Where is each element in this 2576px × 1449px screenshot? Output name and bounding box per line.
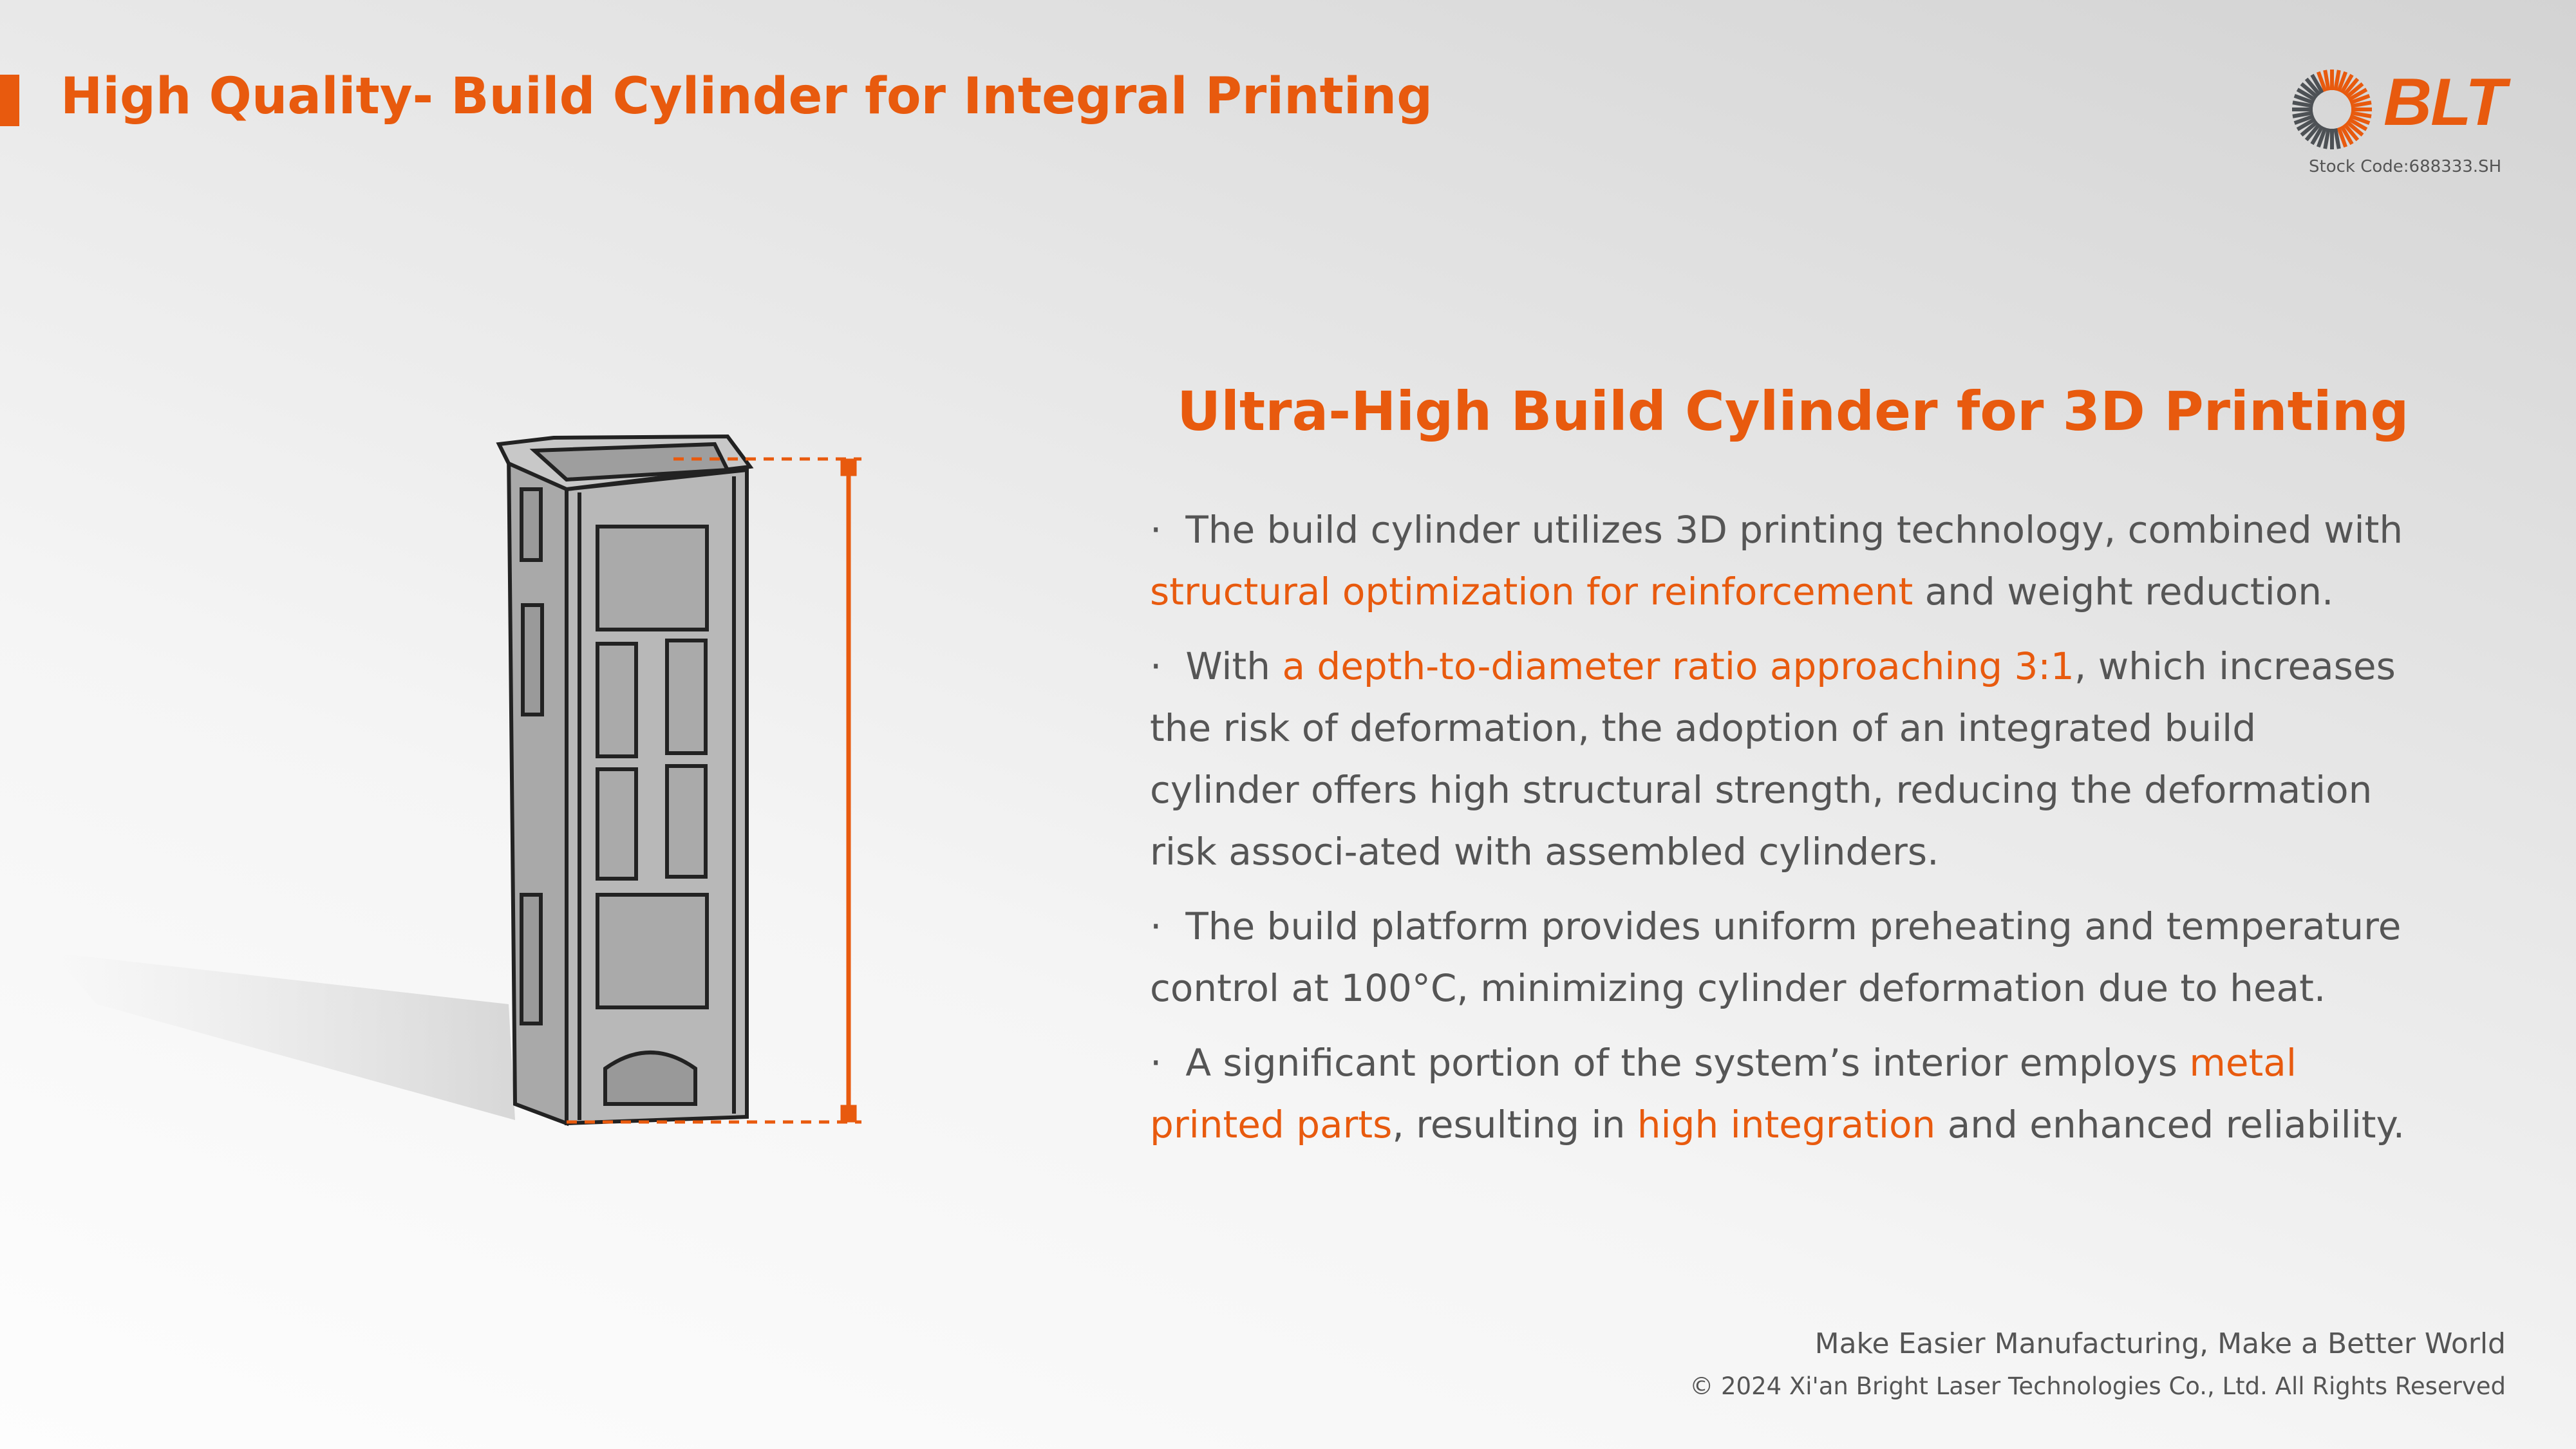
logo-ray	[2310, 73, 2324, 94]
bullet-text: , which increases the risk of deformatio…	[1150, 644, 2396, 874]
bullet-text: and enhanced reliability.	[1935, 1103, 2405, 1146]
logo-ray	[2346, 82, 2364, 99]
bullet-4: · A significant portion of the system’s …	[1150, 1032, 2412, 1155]
bullet-highlight: structural optimization for reinforcemen…	[1150, 570, 1913, 613]
bullet-dot: ·	[1150, 508, 1162, 552]
cylinder-model	[496, 434, 754, 1126]
sunburst-logo-icon	[2292, 70, 2372, 149]
logo-ray	[2323, 70, 2331, 91]
logo-ray	[2349, 114, 2371, 126]
bullet-text: With	[1185, 644, 1283, 688]
logo-ray	[2304, 123, 2322, 142]
bullet-2: · With a depth-to-diameter ratio approac…	[1150, 635, 2412, 883]
logo-ray	[2316, 127, 2327, 148]
logo-ray	[2304, 77, 2322, 96]
page-title: High Quality- Build Cylinder for Integra…	[61, 68, 1433, 126]
logo-ray	[2293, 93, 2315, 105]
logo-ray	[2347, 117, 2368, 131]
bullet-text: , resulting in	[1392, 1103, 1637, 1146]
logo-ray	[2296, 88, 2317, 102]
logo-ray	[2333, 70, 2341, 91]
footer-copyright: © 2024 Xi'an Bright Laser Technologies C…	[1689, 1372, 2506, 1400]
bullet-text: The build cylinder utilizes 3D printing …	[1185, 508, 2403, 552]
logo-ray	[2333, 128, 2341, 149]
bullet-3: · The build platform provides uniform pr…	[1150, 895, 2412, 1019]
bullet-text: A significant portion of the system’s in…	[1185, 1041, 2190, 1085]
cylinder-shadow	[52, 953, 515, 1120]
bullet-highlight: a depth-to-diameter ratio approaching 3:…	[1282, 644, 2074, 688]
logo-ray	[2349, 93, 2371, 105]
footer-slogan: Make Easier Manufacturing, Make a Better…	[1814, 1327, 2506, 1360]
bullet-text: and weight reduction.	[1913, 570, 2334, 613]
logo-ray	[2342, 123, 2360, 142]
bullet-highlight: metal printed parts	[1150, 1041, 2297, 1146]
build-cylinder-illustration	[52, 434, 861, 1126]
section-heading: Ultra-High Build Cylinder for 3D Printin…	[1177, 380, 2409, 443]
logo-ray	[2292, 100, 2313, 108]
logo-ray	[2351, 100, 2372, 108]
logo-ray	[2336, 127, 2348, 148]
bullet-1: · The build cylinder utilizes 3D printin…	[1150, 499, 2412, 622]
bullet-dot: ·	[1150, 904, 1162, 948]
logo-ray	[2293, 114, 2315, 126]
bullet-dot: ·	[1150, 644, 1162, 688]
logo-ray	[2351, 111, 2372, 118]
blt-logo: BLT	[2287, 64, 2506, 154]
logo-ray	[2300, 120, 2318, 137]
bullet-text: The build platform provides uniform preh…	[1150, 904, 2402, 1010]
stock-code: Stock Code:688333.SH	[2309, 157, 2502, 176]
feature-list: · The build cylinder utilizes 3D printin…	[1150, 499, 2412, 1168]
logo-wordmark: BLT	[2383, 65, 2506, 140]
logo-ray	[2340, 73, 2354, 94]
logo-ray	[2342, 77, 2360, 96]
logo-ray	[2296, 117, 2317, 131]
height-dimension-marker	[567, 457, 861, 1124]
logo-ray	[2323, 128, 2331, 149]
title-accent-bar	[0, 75, 19, 126]
bullet-highlight: high integration	[1637, 1103, 1936, 1146]
logo-ray	[2292, 111, 2313, 118]
logo-ray	[2340, 125, 2354, 145]
logo-ray	[2336, 71, 2348, 92]
logo-ray	[2346, 120, 2364, 137]
logo-ray	[2300, 82, 2318, 99]
logo-ray	[2316, 71, 2327, 92]
logo-ray	[2310, 125, 2324, 145]
logo-ray	[2347, 88, 2368, 102]
bullet-dot: ·	[1150, 1041, 1162, 1085]
